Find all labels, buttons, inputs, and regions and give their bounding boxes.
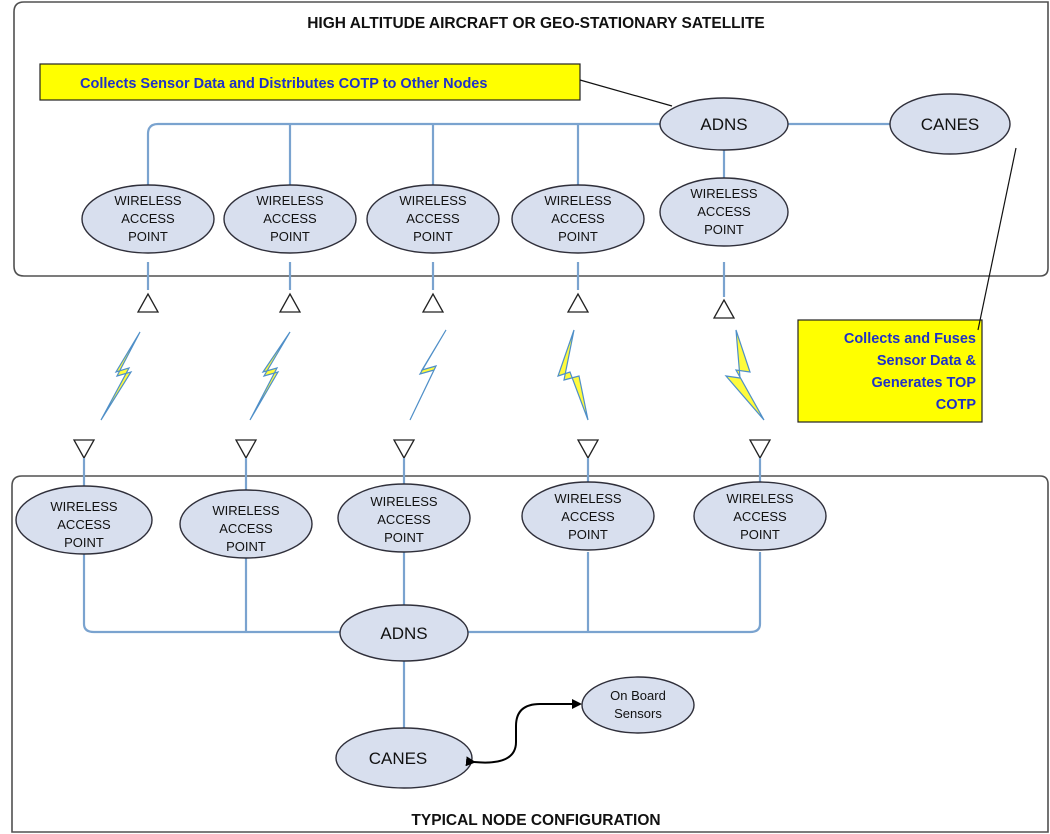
svg-text:POINT: POINT [226,539,266,554]
top-note-text: Collects Sensor Data and Distributes COT… [80,76,487,92]
side-note-line-3: Generates TOP [871,375,976,391]
top-wap-2: WIRELESS ACCESS POINT [223,184,357,254]
bottom-canes-label: CANES [369,749,428,768]
side-note-leader [977,147,1017,331]
svg-text:ACCESS: ACCESS [697,204,751,219]
svg-text:POINT: POINT [704,222,744,237]
svg-text:WIRELESS: WIRELESS [399,193,467,208]
svg-text:WIRELESS: WIRELESS [114,193,182,208]
svg-text:WIRELESS: WIRELESS [554,491,622,506]
top-antenna-5 [712,298,736,319]
bottom-adns-label: ADNS [380,624,427,643]
top-wiring [146,122,890,297]
bottom-wap-1: WIRELESS ACCESS POINT [15,485,153,555]
top-wap-1: WIRELESS ACCESS POINT [81,184,215,254]
svg-text:ACCESS: ACCESS [121,211,175,226]
top-wap-5: WIRELESS ACCESS POINT [659,177,789,247]
bottom-panel-frame [11,475,1049,833]
bottom-antenna-3 [392,439,416,460]
svg-text:ACCESS: ACCESS [377,512,431,527]
svg-text:WIRELESS: WIRELESS [690,186,758,201]
lightning-bolt-icon [557,329,589,421]
svg-text:WIRELESS: WIRELESS [256,193,324,208]
lightning-bolt-icon [724,329,765,421]
bottom-antenna-4 [576,439,600,460]
side-note-line-1: Collects and Fuses [844,331,976,347]
on-board-sensors-node [581,676,695,734]
svg-text:WIRELESS: WIRELESS [212,503,280,518]
top-wap-3: WIRELESS ACCESS POINT [366,184,500,254]
side-note-line-2: Sensor Data & [877,353,977,369]
svg-text:WIRELESS: WIRELESS [50,499,118,514]
bottom-wap-3: WIRELESS ACCESS POINT [337,483,471,553]
top-antenna-4 [566,292,590,313]
top-antenna-2 [278,292,302,313]
svg-text:POINT: POINT [384,530,424,545]
bottom-panel-title: TYPICAL NODE CONFIGURATION [411,812,660,829]
svg-text:WIRELESS: WIRELESS [544,193,612,208]
top-wap-4: WIRELESS ACCESS POINT [511,184,645,254]
lightning-bolt-icon [100,331,141,421]
svg-text:WIRELESS: WIRELESS [726,491,794,506]
svg-text:POINT: POINT [568,527,608,542]
svg-text:ACCESS: ACCESS [219,521,273,536]
svg-text:ACCESS: ACCESS [406,211,460,226]
top-note-leader [579,79,673,107]
svg-text:ACCESS: ACCESS [733,509,787,524]
side-note-box [797,319,983,423]
bottom-adns-node [339,604,469,662]
lightning-bolt-icon [249,331,291,421]
bottom-wap-4: WIRELESS ACCESS POINT [521,481,655,551]
svg-text:POINT: POINT [558,229,598,244]
svg-text:POINT: POINT [128,229,168,244]
bottom-antenna-2 [234,439,258,460]
top-adns-node [659,97,789,151]
bottom-wap-5: WIRELESS ACCESS POINT [693,481,827,551]
svg-text:ACCESS: ACCESS [551,211,605,226]
top-antenna-1 [136,292,160,313]
svg-text:POINT: POINT [64,535,104,550]
side-note-line-4: COTP [936,397,977,413]
top-note-box [39,63,581,101]
bottom-antenna-1 [72,439,96,460]
svg-text:ACCESS: ACCESS [263,211,317,226]
svg-text:POINT: POINT [413,229,453,244]
svg-text:POINT: POINT [270,229,310,244]
top-canes-node [889,93,1011,155]
top-panel-frame [13,1,1049,277]
top-panel-title: HIGH ALTITUDE AIRCRAFT OR GEO-STATIONARY… [307,15,765,32]
sensors-label-line-2: Sensors [614,706,662,721]
top-adns-label: ADNS [700,115,747,134]
lightning-bolt-icon [409,329,447,421]
svg-text:ACCESS: ACCESS [561,509,615,524]
sensors-label-line-1: On Board [610,688,666,703]
bottom-antenna-5 [748,439,772,460]
svg-text:WIRELESS: WIRELESS [370,494,438,509]
sensor-canes-arrow [465,699,582,767]
bottom-wap-2: WIRELESS ACCESS POINT [179,489,313,559]
top-canes-label: CANES [921,115,980,134]
top-antenna-3 [421,292,445,313]
svg-text:POINT: POINT [740,527,780,542]
svg-text:ACCESS: ACCESS [57,517,111,532]
